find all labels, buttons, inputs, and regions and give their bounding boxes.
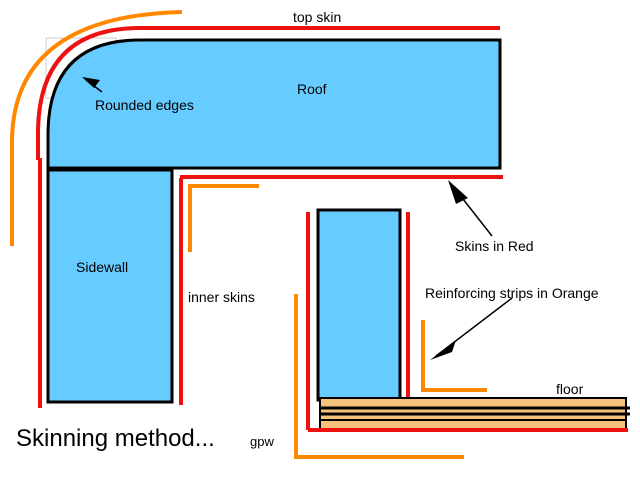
sidewall-panel [46, 168, 174, 404]
rounded-edges-label: Rounded edges [95, 97, 194, 113]
outer-reinforcing-strip [10, 10, 183, 246]
floor-label: floor [556, 381, 584, 397]
skins-arrowhead [448, 180, 468, 204]
rounded-edges-arrowhead [82, 77, 100, 88]
sidewall-label: Sidewall [76, 259, 128, 275]
floor-reinforcing-strip [294, 294, 464, 459]
skins-in-red-label: Skins in Red [455, 238, 534, 254]
roof-panel [46, 38, 502, 170]
inner-reinforcing-strip [188, 184, 259, 252]
reinforcing-arrowhead [430, 340, 456, 360]
reinforcing-label: Reinforcing strips in Orange [425, 285, 599, 301]
signature: gpw [250, 434, 274, 449]
right-reinforcing-strip [421, 320, 487, 392]
floor-panel [319, 397, 630, 431]
diagram-title: Skinning method... [16, 425, 215, 452]
inner-skins-label: inner skins [188, 289, 255, 305]
roof-label: Roof [297, 81, 327, 97]
top-skin-label: top skin [293, 9, 341, 25]
top-skin-line [36, 26, 500, 160]
right-wall-panel [316, 208, 402, 402]
